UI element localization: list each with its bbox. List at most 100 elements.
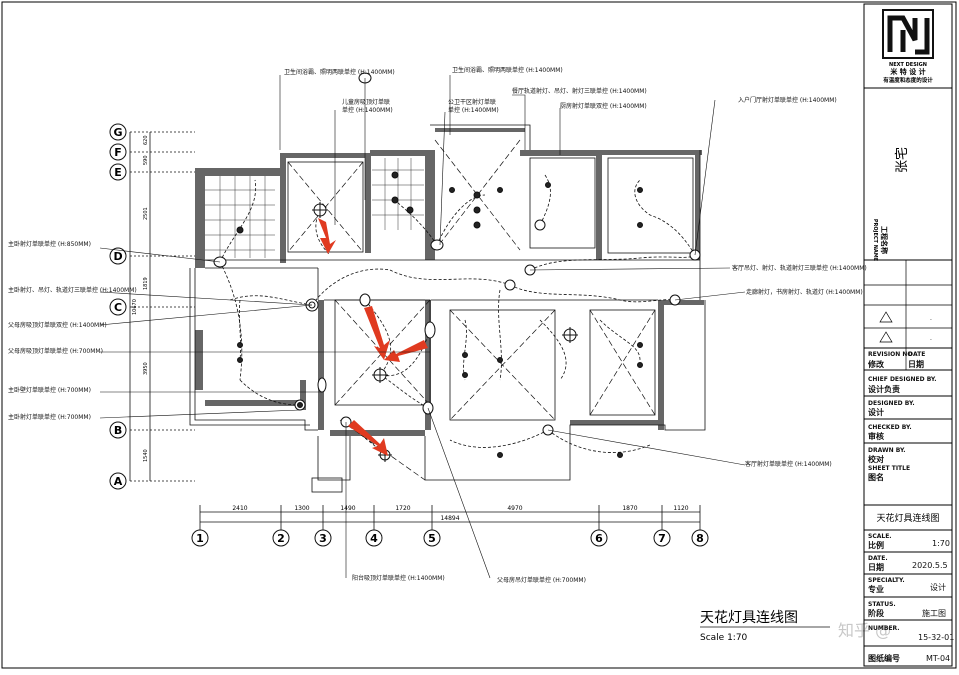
col-dim-5: 4970 — [507, 505, 522, 512]
label-parents-2: 父母房吸顶灯单联单控 (H:700MM) — [8, 347, 103, 355]
revision-cn: 修改 — [867, 359, 885, 369]
axis-col-5: 5 — [428, 532, 436, 545]
axis-col-3: 3 — [319, 532, 327, 545]
axis-row-g: G — [113, 126, 122, 139]
project-name: 张宅 — [895, 147, 910, 173]
specialty-cn: 专业 — [868, 584, 884, 594]
label-bath-2: 卫生间浴霸、照明两联单控 (H:1400MM) — [452, 66, 563, 74]
label-kitchen: 厨房射灯单联双控 (H:1400MM) — [560, 102, 647, 110]
drawn-en: DRAWN BY. — [868, 447, 906, 454]
project-label-en: PROJECT NAME — [872, 219, 878, 262]
title-block: NEXT DESIGN 米 特 设 计 有温度和态度的设计 张宅 PROJECT… — [863, 3, 954, 667]
col-dim-1: 2410 — [232, 505, 247, 512]
row-dim-1: 620 — [143, 135, 149, 145]
drawing-title: 天花灯具连线图 — [700, 610, 798, 626]
label-corridor: 走廊射灯，书房射灯、轨道灯 (H:1400MM) — [746, 288, 863, 296]
axis-col-2: 2 — [277, 532, 285, 545]
col-dim-total: 14894 — [440, 515, 459, 522]
number-en: NUMBER. — [868, 625, 900, 632]
col-dim-2: 1300 — [294, 505, 309, 512]
designed-cn: 设计 — [868, 407, 884, 417]
axis-col-4: 4 — [370, 532, 378, 545]
date2-value: 2020.5.5 — [912, 561, 948, 570]
chief-cn: 设计负责 — [868, 384, 900, 394]
axis-row-b: B — [114, 424, 122, 437]
sheet-title-cn: 图名 — [868, 472, 884, 482]
drawn-cn: 校对 — [868, 454, 884, 464]
date2-en: DATE. — [868, 555, 888, 562]
scale-value: 1:70 — [932, 539, 950, 548]
label-master-1: 主卧射灯单联单控 (H:850MM) — [8, 240, 91, 248]
col-dimensions: 2410 1300 1490 1720 4970 1870 1120 14894 — [232, 505, 688, 522]
row-axis — [129, 131, 195, 482]
status-cn: 阶段 — [868, 608, 884, 618]
label-master-spot: 主卧射灯单联单控 (H:700MM) — [8, 413, 91, 421]
label-kids-1: 儿童房吸顶灯单联 — [342, 98, 390, 106]
row-axis-bubbles: G F E D C B A — [109, 123, 127, 490]
date-en: DATE — [908, 351, 925, 358]
designed-en: DESIGNED BY. — [868, 400, 915, 407]
wiring-lines — [219, 174, 696, 456]
label-publicbath-2: 单控 (H:1400MM) — [448, 106, 499, 114]
row-dim-3: 2501 — [143, 207, 149, 220]
specialty-value: 设计 — [930, 582, 946, 592]
label-parents-pendant: 父母房吊灯单联单控 (H:700MM) — [497, 576, 586, 584]
drawing-title-block: 天花灯具连线图 Scale 1:70 知乎 @ — [700, 610, 891, 643]
label-entry: 入户门厅射灯单联单控 (H:1400MM) — [738, 96, 837, 104]
logo — [882, 9, 934, 59]
label-balcony: 阳台吸顶灯单联单控 (H:1400MM) — [352, 574, 445, 582]
row-dim-4: 1819 — [143, 277, 149, 290]
revision-dot-2: . — [930, 335, 932, 342]
axis-col-6: 6 — [595, 532, 603, 545]
revision-dot-1: . — [930, 315, 932, 322]
checked-en: CHECKED BY. — [868, 424, 912, 431]
floor-plan — [189, 72, 706, 493]
col-axis-bubbles: 1 2 3 4 5 6 7 8 — [191, 529, 709, 547]
switch-symbols — [213, 72, 701, 436]
row-dim-total: 10670 — [132, 299, 138, 315]
label-living-2: 客厅射灯单联单控 (H:1400MM) — [745, 460, 832, 468]
number-value: MT-04 — [926, 654, 950, 663]
axis-col-7: 7 — [658, 532, 666, 545]
col-axis — [199, 505, 701, 530]
watermark: 知乎 @ — [838, 621, 891, 640]
sheet-title-value: 天花灯具连线图 — [876, 512, 939, 524]
status-value: 施工图 — [922, 608, 946, 618]
date-cn: 日期 — [908, 359, 924, 369]
label-master-2: 主卧射灯、吊灯、轨道灯三联单控 (H:1400MM) — [8, 286, 137, 294]
axis-col-8: 8 — [696, 532, 704, 545]
leader-lines — [99, 75, 746, 579]
ceiling-diagonals — [287, 139, 656, 481]
walls — [195, 128, 704, 436]
col-dim-6: 1870 — [622, 505, 637, 512]
ceiling-fixtures — [236, 171, 643, 462]
scale-en: SCALE. — [868, 533, 892, 540]
label-master-wall: 主卧壁灯单联单控 (H:700MM) — [8, 386, 91, 394]
code-value: 15-32-01 — [918, 633, 954, 642]
red-arrows — [318, 218, 428, 456]
scale-cn: 比例 — [868, 540, 884, 550]
row-dim-6: 1540 — [143, 449, 149, 462]
row-dim-2: 590 — [143, 155, 149, 165]
row-dim-5: 3950 — [143, 362, 149, 375]
axis-row-a: A — [114, 475, 123, 488]
logo-mark — [887, 15, 930, 55]
axis-row-d: D — [113, 250, 122, 263]
label-bath-1: 卫生间浴霸、照明两联单控 (H:1400MM) — [284, 68, 395, 76]
axis-row-f: F — [114, 146, 122, 159]
annotation-labels: 卫生间浴霸、照明两联单控 (H:1400MM) 卫生间浴霸、照明两联单控 (H:… — [8, 66, 867, 584]
label-dining: 餐厅轨道射灯、吊灯、射灯三联单控 (H:1400MM) — [512, 87, 647, 95]
axis-row-c: C — [114, 301, 122, 314]
date2-cn: 日期 — [868, 562, 884, 572]
label-kids-2: 单控 (H:1400MM) — [342, 106, 393, 114]
revision-en: REVISION NO — [868, 351, 912, 358]
bathroom-tiles — [205, 158, 424, 258]
drawing-scale: Scale 1:70 — [700, 633, 748, 643]
checked-cn: 审核 — [868, 431, 884, 441]
logo-en: NEXT DESIGN — [889, 62, 927, 68]
label-living-1: 客厅吊灯、射灯、轨道射灯三联单控 (H:1400MM) — [732, 264, 867, 272]
status-en: STATUS. — [868, 601, 896, 608]
